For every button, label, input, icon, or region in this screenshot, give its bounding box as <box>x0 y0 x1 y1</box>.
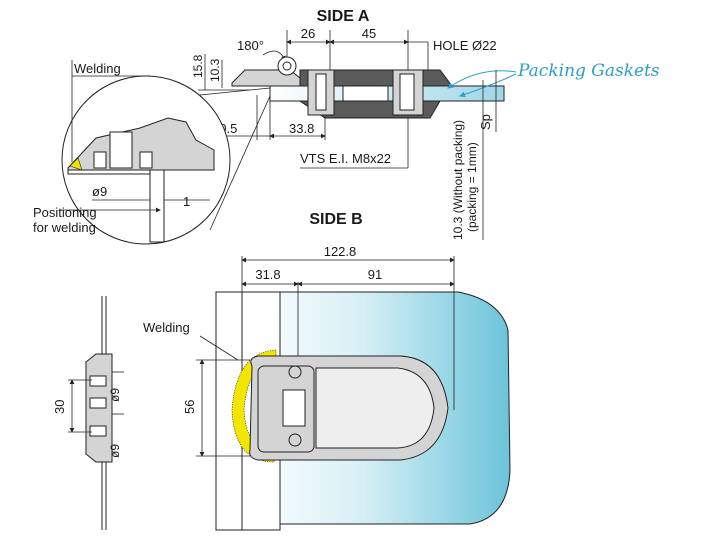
side-a-left-dimensions <box>198 54 250 91</box>
dia9-upper: ø9 <box>108 388 122 402</box>
side-b-welding-label: Welding <box>143 320 190 335</box>
hinge-body-side-b <box>249 355 449 461</box>
dim-91: 91 <box>368 267 382 282</box>
positioning-label-line1: Positioning <box>33 205 97 220</box>
gasket-pointer-2 <box>459 73 517 98</box>
welding-detail <box>60 60 271 245</box>
welding-bead <box>231 349 277 463</box>
vts-label: VTS E.I. M8x22 <box>300 151 391 166</box>
dim-33-8: 33.8 <box>289 121 314 136</box>
positioning-label-line2: for welding <box>33 220 96 235</box>
dim-15-8: 15.8 <box>191 54 205 78</box>
dim-56-lines <box>196 359 250 457</box>
dim-180-degree: 180° <box>237 38 264 53</box>
side-a-title: SIDE A <box>317 8 370 25</box>
detail-welding-label: Welding <box>74 61 121 76</box>
hole-label: HOLE Ø22 <box>433 38 497 53</box>
dim-45: 45 <box>362 26 376 41</box>
dim-26: 26 <box>301 26 315 41</box>
without-packing-note: 10.3 (Without packing) <box>451 120 465 240</box>
dim-10-3: 10.3 <box>208 58 222 82</box>
packing-gaskets-label: Packing Gaskets <box>517 61 660 81</box>
dia9-lower: ø9 <box>108 444 122 458</box>
detail-dim-1: 1 <box>183 194 190 209</box>
dim-30: 30 <box>52 400 67 414</box>
side-b-title: SIDE B <box>309 211 362 228</box>
dim-122-8: 122.8 <box>324 244 357 259</box>
dim-31-8: 31.8 <box>255 267 280 282</box>
detail-dia9: ø9 <box>92 184 107 199</box>
sp-label: Sp <box>478 114 493 130</box>
side-a-top-dimensions <box>286 30 429 70</box>
hinge-profile-side-a <box>231 56 453 119</box>
gasket-pointer-1 <box>447 70 517 89</box>
side-b-welding-leader <box>199 335 239 361</box>
packing-thickness-note: (packing = 1mm) <box>465 142 479 232</box>
side-profile-small <box>68 296 124 530</box>
dim-56: 56 <box>182 400 197 414</box>
